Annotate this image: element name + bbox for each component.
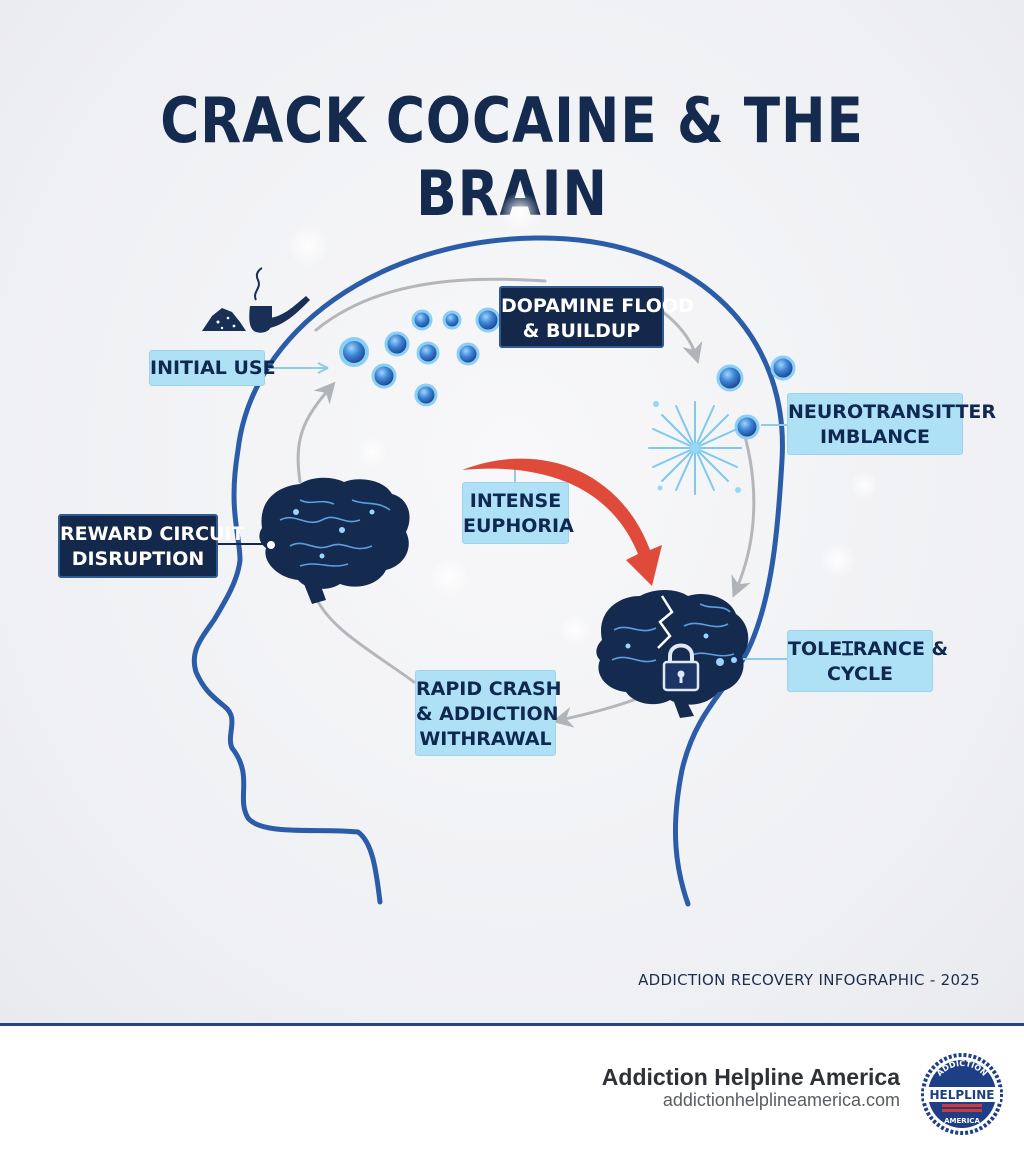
euphoria-arrow (462, 458, 662, 586)
dopamine-molecule-icon (339, 307, 796, 440)
starburst-icon (648, 401, 742, 495)
label-dopamine-flood: DOPAMINE FLOOD & BUILDUP (499, 286, 694, 348)
label-intense-euphoria: INTENSE EUPHORIA (462, 482, 574, 544)
helpline-seal-logo[interactable]: ADDICTION HELPLINE AMERICA (920, 1052, 1004, 1136)
padlock-icon (662, 643, 700, 692)
label-rapid-crash: RAPID CRASH & ADDICTION WITHRAWAL (415, 670, 562, 756)
logo-text-america: AMERICA (944, 1117, 980, 1125)
label-neurotransmitter-imbalance: NEUROTRANSITTER IMBLANCE (787, 393, 996, 455)
infographic-footnote: ADDICTION RECOVERY INFOGRAPHIC - 2025 (638, 971, 980, 989)
footer-bar (0, 1026, 1024, 1154)
org-name: Addiction Helpline America (601, 1064, 900, 1090)
label-tolerance-cycle: TOLEɪRANCE & CYCLE (787, 630, 948, 692)
head-outline (191, 235, 785, 907)
footer-divider (0, 1023, 1024, 1026)
label-initial-use: INITIAL USE (149, 350, 276, 386)
page-title: CRACK COCAINE & THE BRAIN (160, 84, 864, 230)
label-reward-circuit: REWARD CIRCUIT DISRUPTION (58, 514, 244, 578)
connector-lines (264, 362, 790, 660)
background-glows (286, 192, 878, 646)
cocaine-pile-icon (202, 308, 246, 331)
brain-icon (259, 477, 410, 604)
cracked-brain-icon (596, 590, 749, 718)
crack-pipe-icon (249, 267, 310, 333)
logo-text-helpline: HELPLINE (929, 1088, 994, 1102)
org-url: addictionhelplineamerica.com (662, 1090, 900, 1110)
